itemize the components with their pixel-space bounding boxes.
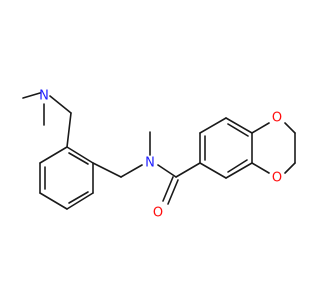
atom-oxygen-dioxane-bottom: O [272, 171, 282, 186]
bond-ring2-f [199, 162, 227, 179]
bond-n1-ch2 [49, 95, 72, 114]
bond-co-2 [167, 179, 179, 205]
bond-o-bot-ch2 [284, 162, 296, 174]
bond-ring1-double-3 [68, 152, 89, 165]
bond-ring2-double-3 [227, 159, 248, 173]
atom-nitrogen-amide: N [145, 156, 155, 171]
atom-nitrogen-dimethylamine: N [39, 89, 49, 104]
bond-ch2-ring [66, 112, 72, 148]
bond-ch2b-n2 [120, 164, 143, 178]
bond-co-1 [162, 176, 174, 202]
bond-ring1-f [66, 146, 94, 164]
bond-ring2-b [199, 117, 227, 134]
atom-oxygen-carbonyl: O [153, 206, 163, 221]
bond-ring2-double-2 [227, 123, 249, 137]
bond-me1-n1 [22, 92, 41, 99]
atom-oxygen-dioxane-top: O [272, 111, 282, 126]
bond-layer [22, 92, 296, 210]
molecule-drawing: N N O O O [22, 89, 296, 221]
bond-o-top-ch2 [284, 122, 296, 134]
structure-canvas: N N O O O [22, 89, 296, 221]
bond-ring1-d [66, 192, 94, 210]
bond-ring2-c [225, 117, 253, 134]
bond-ring-ch2b [92, 162, 122, 178]
bond-ring1-a [39, 146, 68, 164]
bond-c-ring2 [175, 162, 201, 178]
atom-label-layer: N N O O O [39, 89, 282, 221]
bond-ring1-double-2 [68, 191, 89, 204]
bond-ring2-e [225, 162, 253, 179]
bond-ring1-c [39, 192, 68, 210]
bond-n2-carbonyl [157, 164, 177, 178]
bond-ring2-o-bot [251, 162, 270, 174]
bond-ring2-o-top [251, 122, 270, 134]
